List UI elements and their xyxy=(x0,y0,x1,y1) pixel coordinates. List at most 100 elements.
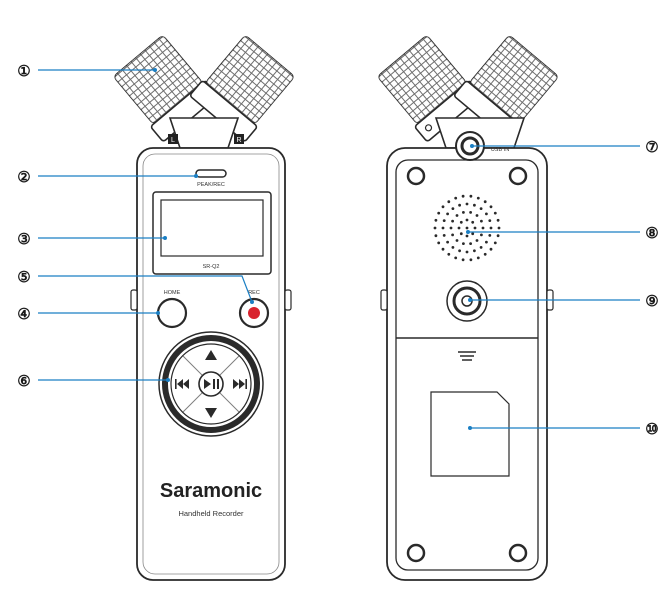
speaker-hole xyxy=(433,226,437,230)
callout-5: ⑤ xyxy=(17,269,254,304)
speaker-hole xyxy=(493,211,497,215)
back-body xyxy=(386,147,548,581)
speaker-hole xyxy=(455,214,459,217)
speaker-hole xyxy=(455,239,459,242)
speaker-hole xyxy=(449,226,453,230)
home-label: HOME xyxy=(164,290,181,296)
lcd-screen xyxy=(160,199,264,257)
callout-8: ⑧ xyxy=(466,225,659,242)
back-view: USB IN xyxy=(378,36,558,581)
play-pause-icon[interactable] xyxy=(204,379,219,389)
callout-1: ① xyxy=(17,63,157,80)
speaker-hole xyxy=(497,226,501,230)
back-left-side-button[interactable] xyxy=(380,289,388,311)
speaker-hole xyxy=(442,234,446,237)
callout-2: ② xyxy=(17,169,198,186)
rec-dot-icon xyxy=(248,307,260,319)
mic-l-badge xyxy=(168,134,178,144)
callout-8-number: ⑧ xyxy=(645,225,658,242)
speaker-hole xyxy=(465,250,469,254)
speaker-hole xyxy=(457,226,461,230)
speaker-hole xyxy=(454,196,458,200)
callout-4-number: ④ xyxy=(17,306,30,323)
front-view: L R PEAK/REC SR-Q2 HOME REC xyxy=(114,36,294,581)
speaker-hole xyxy=(479,207,483,211)
speaker-hole xyxy=(473,226,477,230)
navigation-dial[interactable] xyxy=(158,331,264,437)
speaker-hole xyxy=(488,219,492,223)
speaker-hole xyxy=(489,247,493,251)
screw-bottom-left xyxy=(406,543,426,563)
speaker-hole xyxy=(489,205,493,209)
speaker-hole xyxy=(461,258,465,262)
speaker-hole xyxy=(473,249,476,253)
speaker-hole xyxy=(441,205,445,209)
speaker-hole xyxy=(469,242,472,246)
speaker-hole xyxy=(481,226,485,230)
speaker-hole xyxy=(462,242,465,246)
speaker-hole xyxy=(476,196,480,200)
speaker-hole xyxy=(465,202,469,206)
battery-cover-latch[interactable] xyxy=(458,351,476,361)
speaker-hole xyxy=(483,252,487,256)
speaker-hole xyxy=(476,256,480,260)
peak-rec-label: PEAK/REC xyxy=(197,182,225,188)
speaker-hole xyxy=(437,211,441,215)
callouts: ① ② ③ ④ ⑤ ⑥ ⑦ xyxy=(17,63,658,438)
speaker-hole xyxy=(441,226,445,230)
home-button[interactable] xyxy=(156,297,188,329)
speaker-hole xyxy=(496,218,500,222)
mic-r-badge xyxy=(234,134,244,144)
speaker-hole xyxy=(469,194,473,198)
triangle-up-icon[interactable] xyxy=(205,350,217,360)
brand-name: Saramonic xyxy=(160,480,262,502)
callout-10: ⑩ xyxy=(468,421,659,438)
speaker-hole xyxy=(480,233,483,237)
speaker-hole xyxy=(462,211,465,214)
left-side-button[interactable] xyxy=(130,289,138,311)
speaker-hole xyxy=(483,200,487,204)
right-side-button[interactable] xyxy=(284,289,292,311)
speaker-hole xyxy=(473,203,476,207)
speaker-hole xyxy=(471,220,475,224)
speaker-hole xyxy=(459,220,463,224)
speaker-hole xyxy=(451,233,454,237)
skip-forward-icon[interactable] xyxy=(233,379,247,389)
speaker-hole xyxy=(447,200,451,204)
front-body-inner xyxy=(142,153,280,575)
speaker-hole xyxy=(434,218,438,222)
speaker-hole xyxy=(465,218,469,222)
triangle-down-icon[interactable] xyxy=(205,408,217,418)
speaker-hole xyxy=(465,234,469,238)
usb-label: USB IN xyxy=(491,147,509,153)
callout-2-number: ② xyxy=(17,169,30,186)
mic-r-label: R xyxy=(236,137,241,144)
speaker-hole xyxy=(485,212,488,216)
model-label: SR-Q2 xyxy=(203,264,220,270)
rec-label: REC xyxy=(248,290,260,296)
speaker-hole xyxy=(446,240,449,244)
speaker-grill xyxy=(433,194,501,262)
callout-10-number: ⑩ xyxy=(645,421,658,438)
callout-9: ⑨ xyxy=(468,293,659,310)
speaker-hole xyxy=(461,194,465,198)
speaker-hole xyxy=(469,211,472,214)
speaker-hole xyxy=(489,226,493,230)
speaker-hole xyxy=(475,214,479,217)
speaker-hole xyxy=(469,258,473,262)
skip-back-icon[interactable] xyxy=(175,379,189,389)
speaker-hole xyxy=(437,241,441,245)
callout-5-number: ⑤ xyxy=(17,269,30,286)
speaker-hole xyxy=(451,246,455,249)
callout-6: ⑥ xyxy=(17,373,170,390)
callout-3-number: ③ xyxy=(17,231,30,248)
callout-7: ⑦ xyxy=(470,139,659,156)
speaker-hole xyxy=(459,232,463,236)
brand-subtitle: Handheld Recorder xyxy=(178,509,244,518)
callout-1-number: ① xyxy=(17,63,30,80)
speaker-hole xyxy=(454,256,458,260)
callout-6-number: ⑥ xyxy=(17,373,30,390)
peak-rec-indicator xyxy=(195,169,227,178)
screw-bottom-right xyxy=(508,543,528,563)
